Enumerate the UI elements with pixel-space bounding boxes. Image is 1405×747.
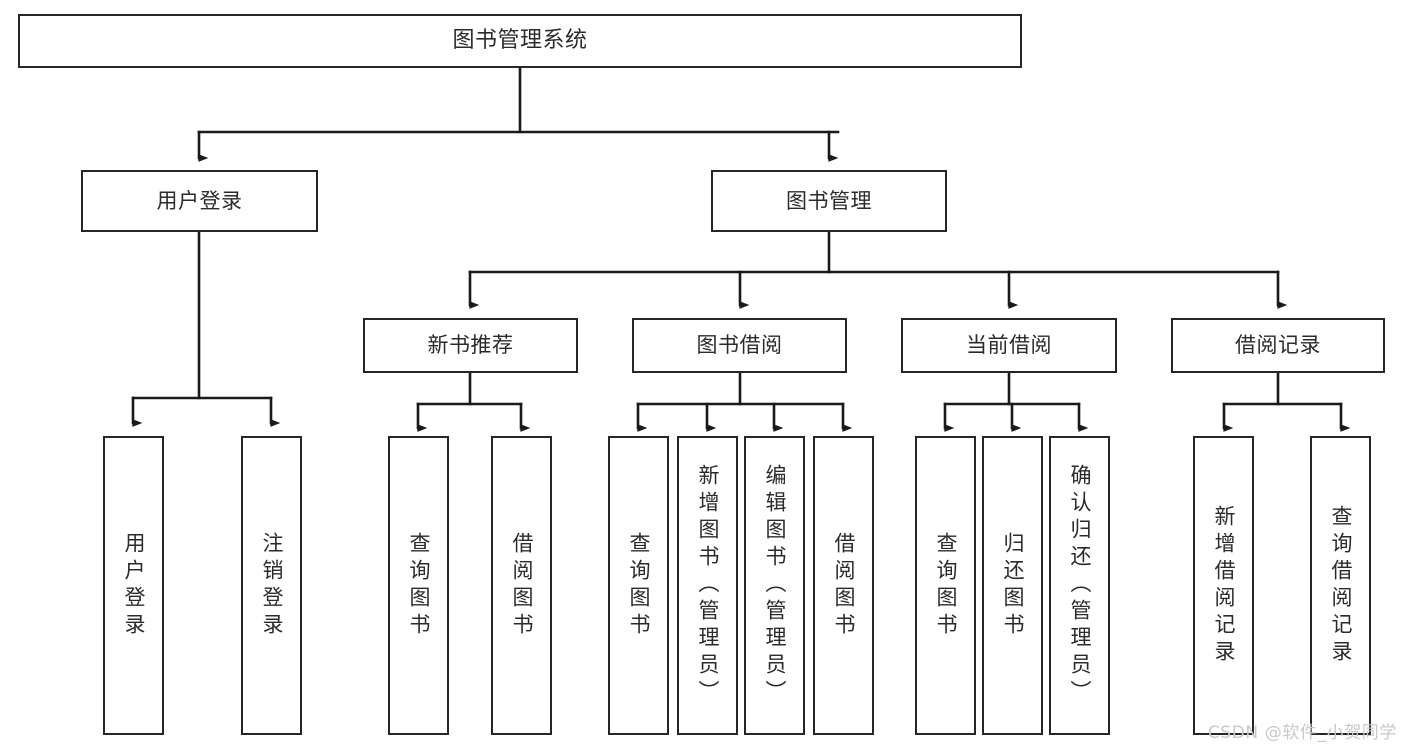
leaf-add-borrow-record[interactable]: 新增借阅记录 [1193,436,1254,735]
connector-group-new-book [416,371,531,432]
node-label: 新增借阅记录 [1212,504,1236,667]
node-user-login[interactable]: 用户登录 [81,170,318,232]
node-label: 查询图书 [934,531,958,640]
leaf-return-book[interactable]: 归还图书 [982,436,1043,735]
node-book-borrow[interactable]: 图书借阅 [632,318,847,373]
leaf-query-book-recommend[interactable]: 查询图书 [388,436,449,735]
node-label: 归还图书 [1001,531,1025,640]
connector-group-current-borrow [943,371,1089,432]
node-label: 当前借阅 [966,333,1052,358]
node-label: 图书管理系统 [452,28,588,54]
node-borrow-record[interactable]: 借阅记录 [1171,318,1385,373]
leaf-edit-book-admin[interactable]: 编辑图书（管理员） [744,436,805,735]
node-label: 确认归还（管理员） [1068,464,1092,707]
leaf-logout[interactable]: 注销登录 [241,436,302,735]
node-label: 查询图书 [407,531,431,640]
node-label: 新书推荐 [427,333,514,358]
node-label: 注销登录 [260,531,284,640]
node-label: 借阅图书 [510,531,534,640]
node-label: 用户登录 [156,188,243,213]
node-new-book-recommend[interactable]: 新书推荐 [363,318,578,373]
node-label: 图书借阅 [696,333,783,358]
leaf-add-book-admin[interactable]: 新增图书（管理员） [677,436,738,735]
node-label: 图书管理 [786,188,872,213]
connector-group-user-login [131,230,281,427]
node-label: 新增图书（管理员） [696,464,720,707]
connector-group-borrow-record [1222,371,1351,432]
leaf-query-book-borrow[interactable]: 查询图书 [608,436,669,735]
node-label: 用户登录 [122,531,146,640]
leaf-confirm-return-admin[interactable]: 确认归还（管理员） [1049,436,1110,735]
connector-group-book-management [468,230,1288,309]
leaf-borrow-book-recommend[interactable]: 借阅图书 [491,436,552,735]
leaf-user-login[interactable]: 用户登录 [103,436,164,735]
node-current-borrow[interactable]: 当前借阅 [901,318,1117,373]
node-book-management[interactable]: 图书管理 [711,170,947,232]
node-label: 查询借阅记录 [1329,504,1353,667]
node-label: 查询图书 [627,531,651,640]
node-root-system[interactable]: 图书管理系统 [18,14,1022,68]
node-label: 编辑图书（管理员） [763,464,787,707]
leaf-query-borrow-record[interactable]: 查询借阅记录 [1310,436,1371,735]
leaf-borrow-book[interactable]: 借阅图书 [813,436,874,735]
node-label: 借阅图书 [832,531,856,640]
node-label: 借阅记录 [1235,333,1321,358]
connector-group-root [197,66,840,162]
connector-group-book-borrow [636,371,853,432]
leaf-query-book-current[interactable]: 查询图书 [915,436,976,735]
